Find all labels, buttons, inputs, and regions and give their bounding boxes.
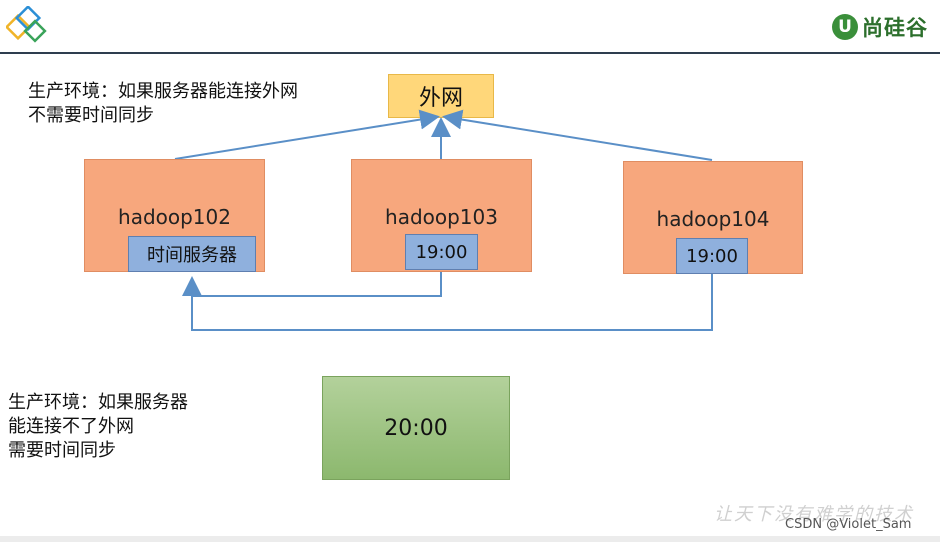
note-bottom-line2: 能连接不了外网 bbox=[8, 416, 134, 437]
hadoop104-time-tag: 19:00 bbox=[676, 238, 748, 274]
csdn-credit: CSDN @Violet_Sam bbox=[785, 517, 912, 532]
server-hadoop102-label: hadoop102 bbox=[118, 205, 231, 229]
note-top: 生产环境：如果服务器能连接外网 不需要时间同步 bbox=[28, 80, 298, 128]
diamond-logo-icon bbox=[6, 6, 47, 43]
brand-logo: U 尚硅谷 bbox=[832, 12, 928, 42]
note-top-line1: 生产环境：如果服务器能连接外网 bbox=[28, 81, 298, 102]
note-bottom-line3: 需要时间同步 bbox=[8, 440, 116, 461]
brand-name: 尚硅谷 bbox=[862, 16, 928, 40]
note-bottom: 生产环境：如果服务器 能连接不了外网 需要时间同步 bbox=[8, 391, 188, 463]
slogan-watermark: 让天下没有难学的技术 bbox=[714, 504, 914, 525]
internet-node: 外网 bbox=[388, 74, 494, 118]
server-hadoop104: hadoop104 bbox=[623, 161, 803, 274]
local-time-node: 20:00 bbox=[322, 376, 510, 480]
brand-badge-icon: U bbox=[832, 14, 858, 40]
note-top-line2: 不需要时间同步 bbox=[28, 105, 154, 126]
server-hadoop103-label: hadoop103 bbox=[385, 205, 498, 229]
server-hadoop104-label: hadoop104 bbox=[656, 207, 770, 231]
time-server-tag: 时间服务器 bbox=[128, 236, 256, 272]
hadoop103-time-tag: 19:00 bbox=[405, 234, 478, 270]
top-bar: U 尚硅谷 bbox=[0, 0, 940, 54]
bottom-bar bbox=[0, 536, 940, 542]
note-bottom-line1: 生产环境：如果服务器 bbox=[8, 392, 188, 413]
